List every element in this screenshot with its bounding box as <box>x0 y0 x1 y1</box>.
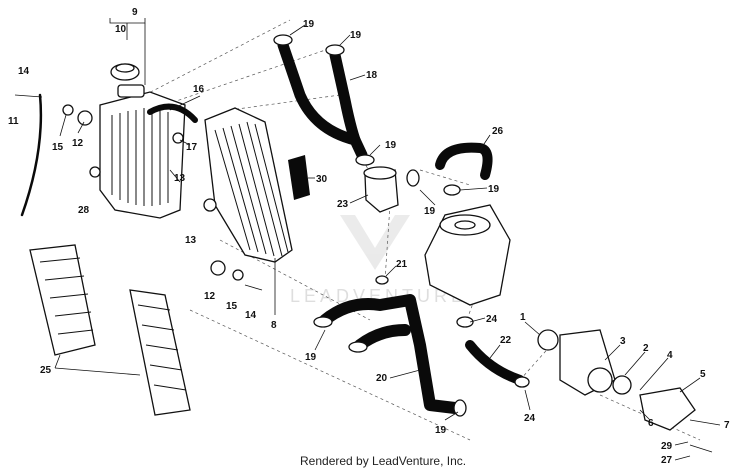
callout-19-d: 19 <box>488 184 500 195</box>
callout-19-e: 19 <box>424 206 436 217</box>
bypass-hose <box>435 142 493 180</box>
callout-3: 3 <box>620 336 626 347</box>
radiator-cap <box>110 63 140 81</box>
callout-30: 30 <box>316 174 328 185</box>
footer-credit: Rendered by LeadVenture, Inc. <box>300 454 466 468</box>
callout-1: 1 <box>520 312 526 323</box>
watermark-text: LEADVENTURE <box>290 286 467 306</box>
callout-13-lower: 13 <box>185 235 197 246</box>
callout-24-upper: 24 <box>486 314 498 325</box>
callout-13-upper: 13 <box>174 173 186 184</box>
callout-4: 4 <box>667 350 673 361</box>
callout-14-lower: 14 <box>245 310 257 321</box>
upper-hose-assembly <box>277 39 368 161</box>
leader-lines <box>54 18 701 461</box>
callout-22: 22 <box>500 335 512 346</box>
callout-28: 28 <box>78 205 90 216</box>
connector-hose <box>147 103 198 123</box>
callout-21: 21 <box>396 259 408 270</box>
callout-labels: 9 10 14 11 15 12 16 17 13 28 13 12 15 14… <box>8 7 730 466</box>
callout-26: 26 <box>492 126 504 137</box>
callout-15-upper: 15 <box>52 142 64 153</box>
lower-hose-assembly <box>319 294 461 414</box>
callout-9: 9 <box>132 7 138 18</box>
callout-11: 11 <box>8 116 19 127</box>
callout-18: 18 <box>366 70 378 81</box>
callout-10: 10 <box>115 24 127 35</box>
watermark: LEADVENTURE <box>290 215 467 306</box>
radiator-left <box>99 84 186 219</box>
callout-16: 16 <box>193 84 205 95</box>
water-pump-group <box>537 329 721 453</box>
callout-12-upper: 12 <box>72 138 84 149</box>
thermostat-housing <box>363 166 399 213</box>
radiator-right <box>204 107 293 263</box>
cylinder-head <box>424 204 511 306</box>
radiator-louver-right <box>129 289 191 416</box>
callout-19-b: 19 <box>350 30 362 41</box>
callout-8: 8 <box>271 320 277 331</box>
callout-24-lower: 24 <box>524 413 536 424</box>
callout-15-lower: 15 <box>226 301 238 312</box>
callout-25: 25 <box>40 365 52 376</box>
callout-20: 20 <box>376 373 388 384</box>
callout-29: 29 <box>661 441 673 452</box>
callout-12-lower: 12 <box>204 291 216 302</box>
callout-19-f: 19 <box>305 352 317 363</box>
hose-clamps <box>273 34 530 417</box>
callout-19-g: 19 <box>435 425 447 436</box>
callout-5: 5 <box>700 369 706 380</box>
foam-pad <box>288 155 310 200</box>
callout-23: 23 <box>337 199 349 210</box>
callout-2: 2 <box>643 343 649 354</box>
callout-19-a: 19 <box>303 19 315 30</box>
callout-27: 27 <box>661 455 673 466</box>
water-pump-hose <box>465 340 525 385</box>
callout-14-upper: 14 <box>18 66 30 77</box>
overflow-tube <box>20 93 43 217</box>
callout-19-c: 19 <box>385 140 397 151</box>
callout-6: 6 <box>648 418 654 429</box>
radiator-louver-left <box>29 244 96 356</box>
callout-7: 7 <box>724 420 730 431</box>
callout-17: 17 <box>186 142 198 153</box>
